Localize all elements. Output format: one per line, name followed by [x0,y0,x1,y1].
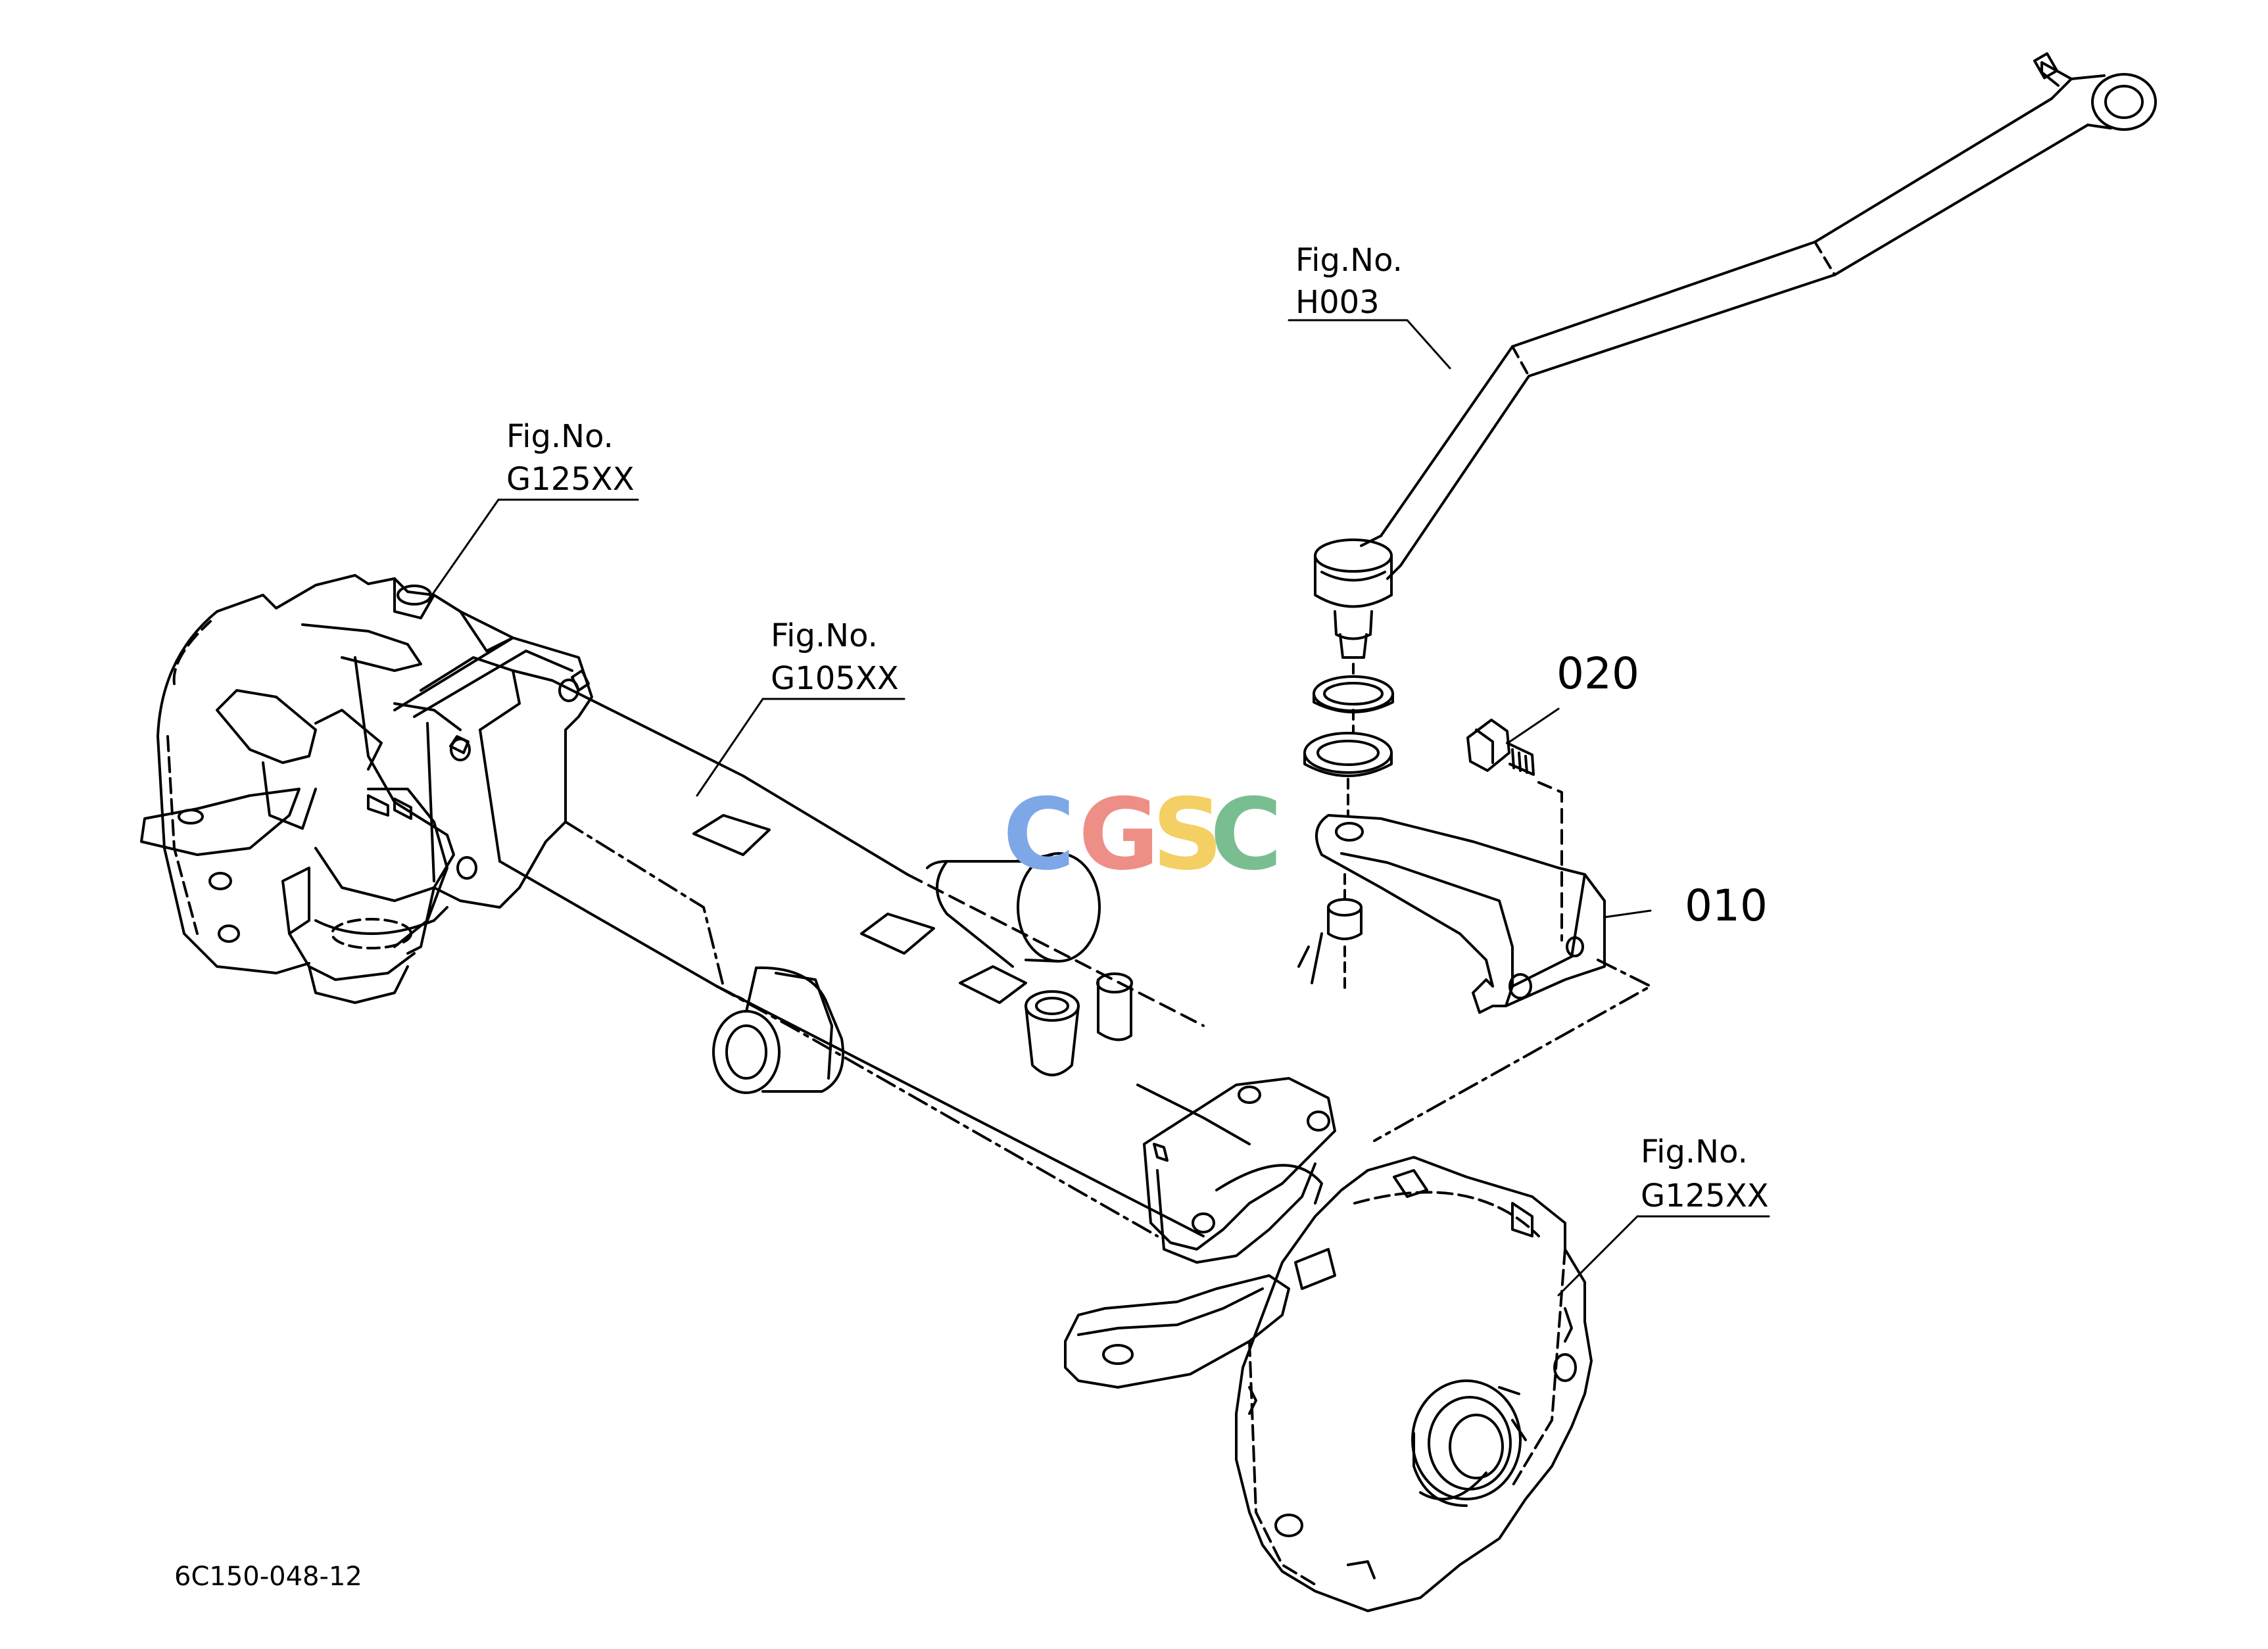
leader-lines [426,319,1770,1297]
watermark-letter-2: G [1078,778,1164,892]
callout-h003-label: Fig.No. [1295,242,1403,279]
watermark-letter-1: C [1003,778,1080,892]
front-bushing [712,966,844,1094]
callout-h003-number: H003 [1295,284,1380,321]
centre-lines [564,821,1652,1237]
part-number-020: 020 [1556,648,1639,699]
axle-tube [479,669,1251,1237]
drawing-code: 6C150-048-12 [174,1562,362,1592]
part-number-010: 010 [1685,880,1768,931]
callout-g125-right-label: Fig.No. [1641,1134,1748,1170]
callout-g105-number: G105XX [771,660,899,697]
left-final-case [140,574,521,1004]
watermark-letter-3: S [1152,778,1228,892]
bolt-020 [1466,719,1563,942]
callout-g105-label: Fig.No. [771,617,878,654]
left-flange [393,636,593,909]
tie-rod [1360,52,2157,580]
callout-g125-left-label: Fig.No. [506,418,614,455]
knuckle-arm [1315,814,1606,1014]
ball-joint-stud [1297,538,1394,994]
right-final-case [1064,1077,1593,1612]
pivot-boss [926,852,1133,1076]
watermark-letter-4: C [1210,778,1287,892]
callout-g125-left-number: G125XX [506,461,635,498]
callout-g125-right-number: G125XX [1641,1178,1769,1214]
